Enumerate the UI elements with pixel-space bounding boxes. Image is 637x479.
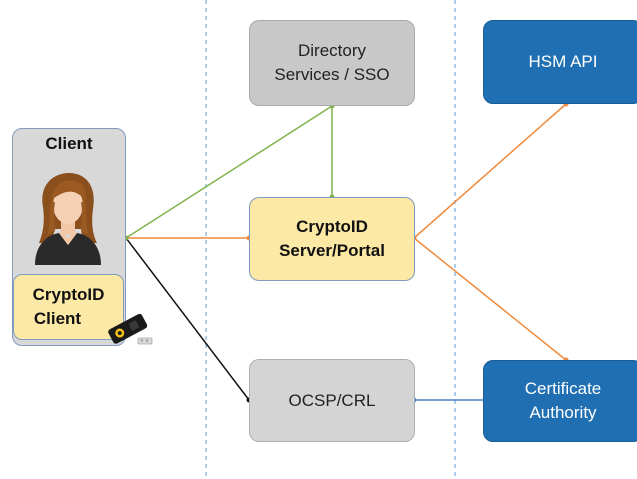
link-client-ocsp (125, 237, 250, 401)
directory-services-node: Directory Services / SSO (249, 20, 415, 106)
directory-line2: Services / SSO (274, 65, 390, 84)
client-node: Client CryptoID Client (12, 128, 126, 346)
hsm-api-node: HSM API (483, 20, 637, 104)
directory-line1: Directory (297, 41, 366, 60)
user-avatar-icon (35, 173, 101, 265)
client-title: Client (45, 134, 93, 153)
client-app-line2: Client (33, 309, 82, 328)
cryptoid-client-app: CryptoID Client (13, 274, 124, 340)
ca-line1: Certificate (524, 379, 602, 398)
server-line2: Server/Portal (279, 241, 385, 260)
link-server-ca (413, 237, 567, 361)
client-app-line1: CryptoID (32, 285, 105, 304)
cryptoid-server-node: CryptoID Server/Portal (249, 197, 415, 281)
ca-line2: Authority (529, 403, 597, 422)
server-line1: CryptoID (296, 217, 368, 236)
link-client-directory (125, 105, 333, 239)
hsm-label: HSM API (528, 52, 598, 71)
ocsp-crl-node: OCSP/CRL (249, 359, 415, 442)
security-key-icon (108, 313, 153, 345)
link-server-hsm (413, 103, 567, 239)
ocsp-label: OCSP/CRL (288, 390, 376, 410)
certificate-authority-node: Certificate Authority (483, 360, 637, 442)
